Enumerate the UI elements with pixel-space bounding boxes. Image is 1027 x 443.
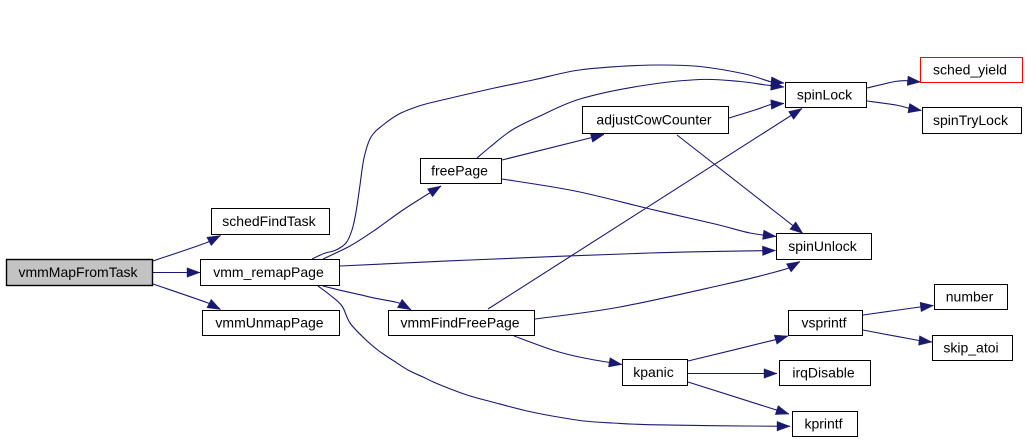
svg-text:irqDisable: irqDisable <box>792 365 854 381</box>
svg-text:vmmFindFreePage: vmmFindFreePage <box>400 315 519 331</box>
svg-text:adjustCowCounter: adjustCowCounter <box>596 112 712 128</box>
svg-text:vmmUnmapPage: vmmUnmapPage <box>215 315 323 331</box>
svg-text:sched_yield: sched_yield <box>933 62 1007 78</box>
svg-text:schedFindTask: schedFindTask <box>222 213 316 229</box>
svg-text:kprintf: kprintf <box>804 416 842 432</box>
svg-text:freePage: freePage <box>431 163 488 179</box>
svg-text:skip_atoi: skip_atoi <box>943 340 998 356</box>
svg-text:vmm_remapPage: vmm_remapPage <box>213 264 324 280</box>
svg-text:vsprintf: vsprintf <box>801 315 846 331</box>
svg-text:spinTryLock: spinTryLock <box>933 112 1009 128</box>
svg-text:kpanic: kpanic <box>633 364 673 380</box>
svg-text:spinLock: spinLock <box>797 87 853 103</box>
svg-text:number: number <box>946 289 994 305</box>
svg-text:spinUnlock: spinUnlock <box>788 238 857 254</box>
svg-text:vmmMapFromTask: vmmMapFromTask <box>18 264 138 280</box>
